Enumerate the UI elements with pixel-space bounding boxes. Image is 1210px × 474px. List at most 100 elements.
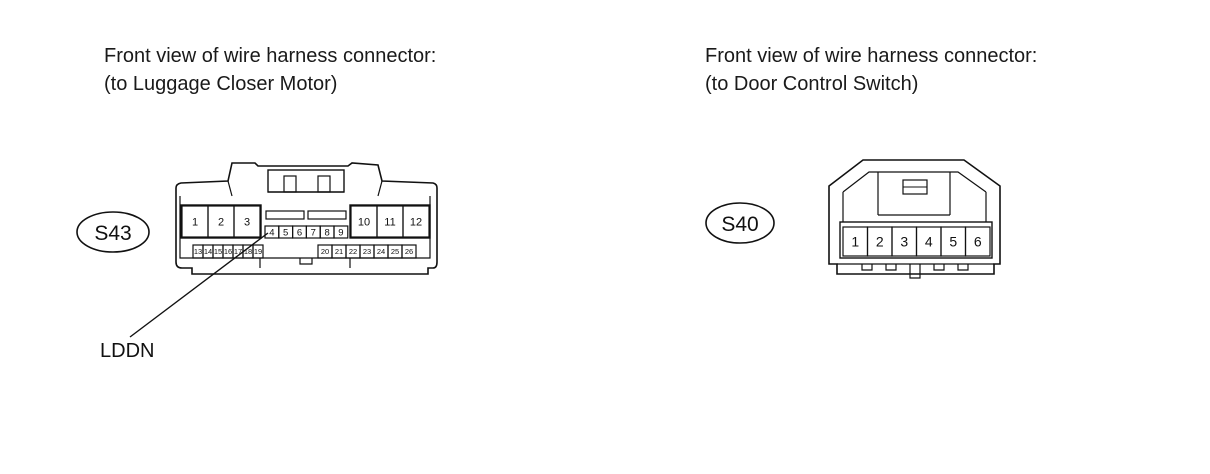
left-latch: [267, 169, 345, 193]
pin-cavity: 2: [207, 205, 235, 238]
pin-number: 5: [283, 227, 288, 238]
pin-number: 10: [358, 216, 370, 228]
left-caption-line2: (to Luggage Closer Motor): [104, 73, 338, 95]
pin-cavity: 15: [212, 244, 224, 259]
right-bottom-notches: [861, 264, 969, 279]
left-housing-outline: [175, 162, 438, 275]
pin-cavity: 19: [252, 244, 264, 259]
pin-number: 14: [204, 247, 212, 256]
pin-cavity: 4: [915, 226, 942, 257]
pin-cavity: 16: [222, 244, 234, 259]
pin-cavity-box: [233, 205, 261, 238]
pin-cavity-box: [401, 244, 417, 259]
pin-number: 13: [194, 247, 202, 256]
pin-number: 18: [244, 247, 252, 256]
pin-number: 11: [384, 216, 395, 228]
left-housing-side-l: [227, 180, 233, 197]
pin-cavity-box: [402, 205, 430, 238]
pin-cavity-box: [252, 244, 264, 259]
pin-cavity: 6: [292, 225, 308, 239]
pin-cavity: 7: [305, 225, 321, 239]
pin-number: 4: [269, 227, 274, 238]
pin-cavity: 10: [350, 205, 378, 238]
pin-cavity-box: [333, 225, 349, 239]
pin-cavity: 14: [202, 244, 214, 259]
pin-number: 9: [338, 227, 343, 238]
left-pins-row1-right: 10 11 12: [350, 205, 430, 238]
pin-number: 25: [391, 247, 399, 256]
pin-cavity: 9: [333, 225, 349, 239]
pin-cavity: 1: [842, 226, 869, 257]
pin-cavity: 26: [401, 244, 417, 259]
pin-cavity: 2: [866, 226, 893, 257]
pin-number: 5: [949, 234, 957, 250]
pin-number: 15: [214, 247, 222, 256]
pin-number: 20: [321, 247, 329, 256]
pin-cavity: 3: [233, 205, 261, 238]
pin-cavity: 11: [376, 205, 404, 238]
pin-cavity: 12: [402, 205, 430, 238]
pin-cavity: 5: [940, 226, 967, 257]
pin-number: 2: [218, 216, 224, 228]
right-housing-outline: [828, 159, 1001, 275]
pin-number: 6: [974, 234, 982, 250]
pin-number: 19: [254, 247, 262, 256]
left-keyway: [259, 258, 351, 268]
right-caption-line2: (to Door Control Switch): [705, 73, 919, 95]
right-connector: [828, 159, 1001, 279]
left-pins-row3-right: 20 21 22 23 24 25 26: [317, 244, 417, 259]
right-connector-caption: Front view of wire harness connector: (t…: [705, 42, 1037, 98]
left-caption-line1: Front view of wire harness connector:: [104, 45, 437, 67]
pin-number: 24: [377, 247, 385, 256]
right-housing-inner-frame: [877, 172, 951, 216]
pin-number: 16: [224, 247, 232, 256]
pin-number: 22: [349, 247, 357, 256]
left-pins-row1-left: 1 2 3: [181, 205, 261, 238]
left-cavity-block-l: [180, 204, 262, 239]
pin-number: 3: [900, 234, 908, 250]
pin-cavity: 5: [278, 225, 294, 239]
pin-cavity: 8: [319, 225, 335, 239]
pin-cavity: 24: [373, 244, 389, 259]
pin-number: 1: [192, 216, 198, 228]
left-connector: [175, 162, 438, 275]
pin-cavity: 23: [359, 244, 375, 259]
right-pin-frame: [839, 221, 993, 259]
pin-number: 8: [324, 227, 329, 238]
pin-number: 17: [234, 247, 242, 256]
right-housing-inner-top: [842, 171, 987, 222]
pin-number: 12: [410, 216, 422, 228]
right-caption-line1: Front view of wire harness connector:: [705, 45, 1038, 67]
left-center-slot-1: [265, 210, 305, 220]
left-connector-code-ellipse: [76, 211, 150, 253]
pin-number: 26: [405, 247, 413, 256]
pin-cavity: 21: [331, 244, 347, 259]
left-connector-code: S43: [94, 222, 131, 245]
left-center-slot-2: [307, 210, 347, 220]
pin-cavity: 20: [317, 244, 333, 259]
pin-cavity-box: [964, 226, 991, 257]
pin-number: 7: [311, 227, 316, 238]
left-latch-nub-2: [317, 175, 331, 193]
pin-cavity: 4: [264, 225, 280, 239]
pin-number: 6: [297, 227, 302, 238]
pin-number: 21: [335, 247, 343, 256]
pin-cavity: 25: [387, 244, 403, 259]
pin-cavity: 13: [192, 244, 204, 259]
pin-number: 2: [876, 234, 884, 250]
left-housing-side-r: [377, 180, 383, 197]
pin-cavity: 6: [964, 226, 991, 257]
pin-number: 3: [244, 216, 250, 228]
left-callout-label: LDDN: [100, 340, 154, 362]
right-connector-code: S40: [721, 213, 758, 236]
pin-number: 1: [851, 234, 859, 250]
pin-cavity: 1: [181, 205, 209, 238]
left-connector-caption: Front view of wire harness connector: (t…: [104, 42, 436, 98]
pin-cavity: 22: [345, 244, 361, 259]
left-latch-nub-1: [283, 175, 297, 193]
pin-number: 23: [363, 247, 371, 256]
